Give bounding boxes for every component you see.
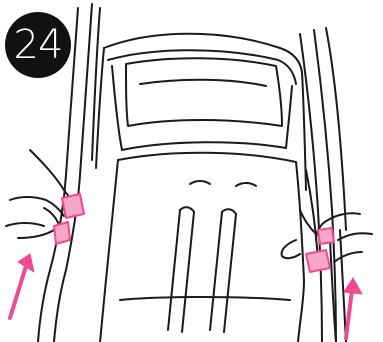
right-frame-tube (300, 28, 346, 342)
left-up-arrow (10, 254, 34, 318)
harness-slots (120, 207, 290, 332)
seat-headrest (126, 58, 282, 126)
right-up-arrow (344, 278, 362, 338)
step-number: 24 (14, 22, 63, 68)
left-buckle-clip (54, 194, 84, 244)
step-number-badge: 24 (5, 12, 71, 78)
seat-backrest (100, 153, 304, 342)
